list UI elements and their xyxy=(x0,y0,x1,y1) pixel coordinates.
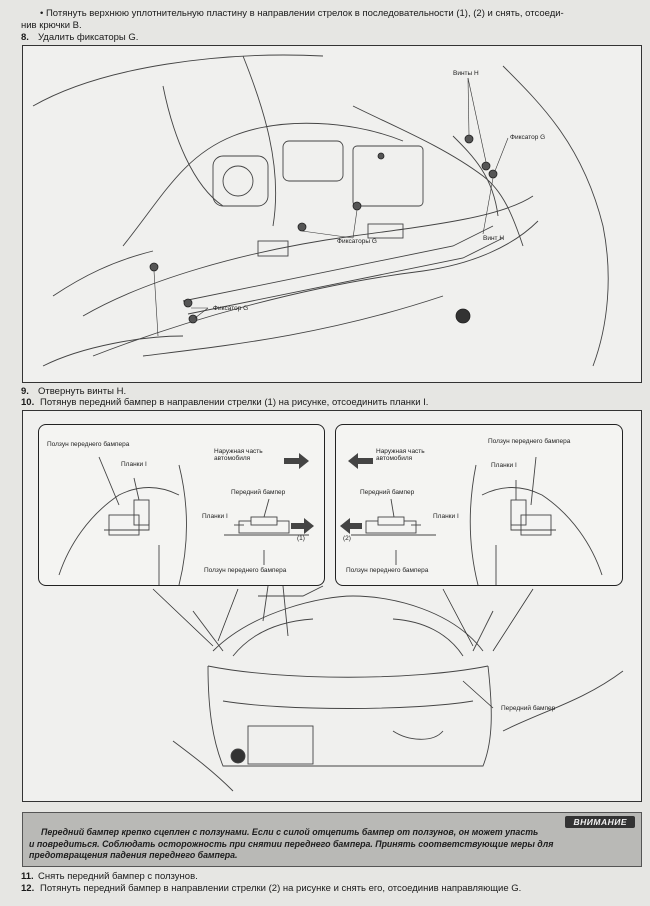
callout-left: Ползун переднего бампера Планки I Наружн… xyxy=(38,424,325,586)
left-outside-line1: Наружная часть xyxy=(214,448,263,455)
label-clips-g: Фиксаторы G xyxy=(337,238,377,245)
figure-bumper-removal: Ползун переднего бампера Планки I Наружн… xyxy=(22,410,642,802)
step11-text: Снять передний бампер с ползунов. xyxy=(38,871,198,882)
step8-number: 8. xyxy=(21,32,29,43)
bumper-removal-drawing xyxy=(152,585,624,792)
step9-text: Отвернуть винты H. xyxy=(38,386,127,397)
step10-number: 10. xyxy=(21,397,35,408)
left-arrow-number: (1) xyxy=(297,535,305,542)
right-strips-label: Планки I xyxy=(491,462,517,469)
warning-line3: предотвращения падения переднего бампера… xyxy=(29,850,238,860)
figure-engine-bay: Винты H Фиксатор G Фиксаторы G Винт H Фи… xyxy=(22,45,642,383)
step11-number: 11. xyxy=(21,871,34,882)
callout-left-drawing xyxy=(58,453,314,585)
step12-text: Потянуть передний бампер в направлении с… xyxy=(40,883,522,894)
step8-text: Удалить фиксаторы G. xyxy=(38,32,139,43)
label-screw-h: Винт H xyxy=(483,235,505,242)
right-slider-title: Ползун переднего бампера xyxy=(488,438,571,445)
right-strips-mid: Планки I xyxy=(433,513,459,520)
label-front-bumper: Передний бампер xyxy=(501,705,556,712)
warning-text: Передний бампер крепко сцеплен с ползуна… xyxy=(29,827,633,862)
left-slider-bottom: Ползун переднего бампера xyxy=(204,567,287,574)
label-clip-g-right: Фиксатор G xyxy=(510,134,546,141)
right-slider-bottom: Ползун переднего бампера xyxy=(346,567,429,574)
bullet-text-line2: нив крючки B. xyxy=(21,20,82,31)
left-outside-line2: автомобиля xyxy=(214,455,251,462)
left-slider-title: Ползун переднего бампера xyxy=(47,441,130,448)
left-strips-mid: Планки I xyxy=(202,513,228,520)
bullet-text-line1: • Потянуть верхнюю уплотнительную пласти… xyxy=(40,8,564,19)
warning-line2: и повредиться. Соблюдать осторожность пр… xyxy=(29,838,554,849)
right-outside-line2: автомобиля xyxy=(376,455,413,462)
right-bumper-label: Передний бампер xyxy=(360,489,415,496)
warning-header: ВНИМАНИЕ xyxy=(565,816,635,828)
step12-number: 12. xyxy=(21,883,35,894)
left-bumper-label: Передний бампер xyxy=(231,489,286,496)
engine-bay-drawing xyxy=(32,54,609,367)
left-strips-label: Планки I xyxy=(121,461,147,468)
right-outside-line1: Наружная часть xyxy=(376,448,425,455)
callout-right: Наружная часть автомобиля Ползун передне… xyxy=(335,424,623,586)
right-arrow-number: (2) xyxy=(343,535,351,542)
warning-line1: Передний бампер крепко сцеплен с ползуна… xyxy=(41,827,539,837)
step9-number: 9. xyxy=(21,386,29,397)
callout-right-drawing xyxy=(340,453,603,585)
step10-text: Потянув передний бампер в направлении ст… xyxy=(40,397,429,408)
label-clip-g-left: Фиксатор G xyxy=(213,305,249,312)
warning-box: ВНИМАНИЕ Передний бампер крепко сцеплен … xyxy=(22,812,642,867)
label-screws-h-top: Винты H xyxy=(453,70,479,77)
